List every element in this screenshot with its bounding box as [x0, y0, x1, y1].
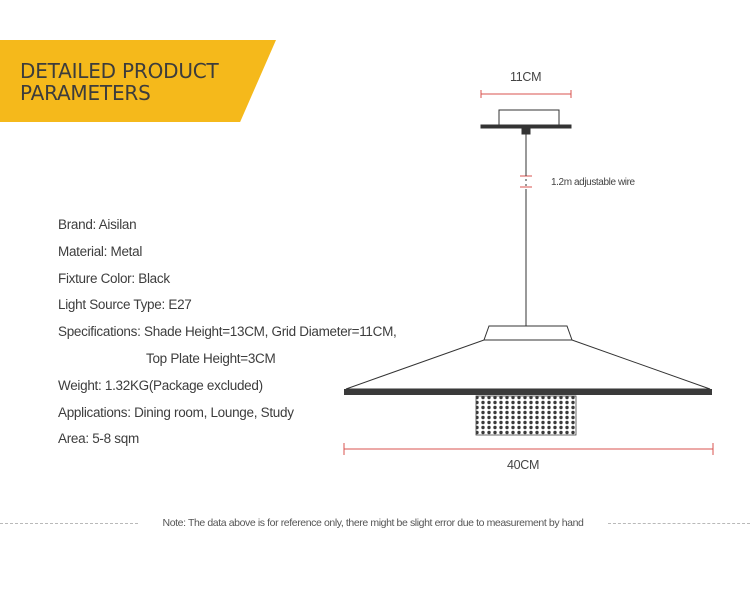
- top-width-label: 11CM: [510, 70, 542, 84]
- spec-weight: Weight: 1.32KG(Package excluded): [58, 377, 263, 393]
- footer-divider-right: [608, 523, 750, 524]
- spec-applications: Applications: Dining room, Lounge, Study: [58, 404, 294, 420]
- spec-list: Brand: Aisilan Material: Metal Fixture C…: [58, 212, 397, 453]
- page-title: DETAILED PRODUCT PARAMETERS: [20, 60, 219, 104]
- footer-note: Note: The data above is for reference on…: [162, 517, 584, 529]
- header-banner: [0, 40, 276, 122]
- title-line-2: PARAMETERS: [20, 81, 151, 105]
- spec-area: Area: 5-8 sqm: [58, 431, 139, 447]
- spec-specifications: Specifications: Shade Height=13CM, Grid …: [58, 324, 397, 340]
- spec-fixture-color: Fixture Color: Black: [58, 270, 170, 286]
- ceiling-canopy: [480, 109, 572, 135]
- wire-length-label: 1.2m adjustable wire: [551, 177, 635, 188]
- shade-width-label: 40CM: [507, 458, 540, 472]
- top-dimension-line: [480, 90, 572, 98]
- footer-divider-left: [0, 523, 138, 524]
- title-line-1: DETAILED PRODUCT: [20, 59, 219, 83]
- shade-dimension-line: [343, 443, 714, 455]
- lamp-shade: [344, 325, 712, 395]
- mesh-grid: [475, 395, 577, 436]
- spec-light-source: Light Source Type: E27: [58, 297, 192, 313]
- spec-specifications-continued: Top Plate Height=3CM: [146, 350, 276, 366]
- spec-brand: Brand: Aisilan: [58, 217, 137, 232]
- spec-material: Material: Metal: [58, 243, 143, 259]
- suspension-wire: [520, 134, 532, 326]
